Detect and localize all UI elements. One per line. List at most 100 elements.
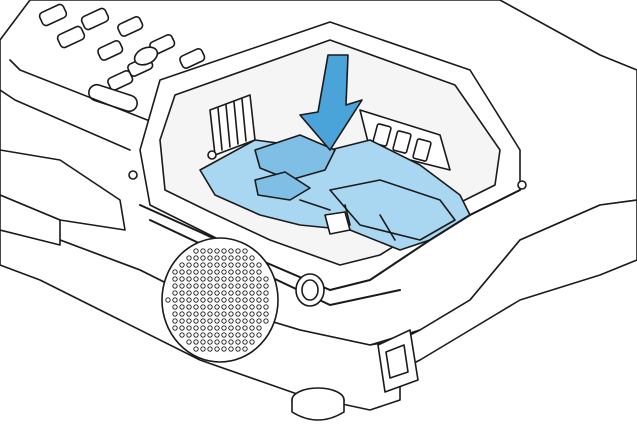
grille-hole: [214, 311, 220, 317]
grille-hole: [235, 269, 241, 275]
grille-hole: [193, 332, 199, 338]
grille-hole: [207, 290, 213, 296]
grille-hole: [186, 276, 192, 282]
grille-hole: [263, 276, 269, 282]
grille-hole: [221, 311, 227, 317]
grille-hole: [256, 276, 262, 282]
grille-hole: [200, 318, 206, 324]
grille-hole: [235, 290, 241, 296]
grille-hole: [172, 318, 178, 324]
grille-hole: [186, 332, 192, 338]
grille-hole: [221, 332, 227, 338]
adjustable-foot: [291, 387, 345, 421]
grille-hole: [242, 297, 248, 303]
grille-hole: [193, 283, 199, 289]
grille-hole: [207, 255, 213, 261]
grille-hole: [200, 332, 206, 338]
grille-hole: [221, 248, 227, 254]
grille-hole: [179, 283, 185, 289]
grille-hole: [228, 276, 234, 282]
grille-hole: [179, 311, 185, 317]
grille-hole: [228, 283, 234, 289]
grille-hole: [186, 318, 192, 324]
grille-hole: [207, 346, 213, 352]
grille-hole: [172, 283, 178, 289]
grille-hole: [242, 332, 248, 338]
grille-hole: [179, 276, 185, 282]
grille-hole: [221, 269, 227, 275]
grille-hole: [228, 248, 234, 254]
grille-hole: [214, 255, 220, 261]
screw-icon: [207, 150, 217, 160]
control-button-icon: [80, 7, 110, 31]
screw-icon: [128, 170, 138, 180]
grille-hole: [193, 311, 199, 317]
grille-hole: [228, 318, 234, 324]
grille-hole: [214, 346, 220, 352]
grille-hole: [179, 290, 185, 296]
grille-hole: [221, 339, 227, 345]
grille-hole: [186, 283, 192, 289]
grille-hole: [207, 269, 213, 275]
grille-hole: [221, 304, 227, 310]
grille-hole: [207, 325, 213, 331]
grille-hole: [179, 332, 185, 338]
grille-hole: [249, 297, 255, 303]
grille-hole: [263, 304, 269, 310]
grille-hole: [228, 290, 234, 296]
grille-hole: [214, 297, 220, 303]
grille-hole: [207, 283, 213, 289]
grille-hole: [172, 269, 178, 275]
grille-hole: [200, 276, 206, 282]
grille-hole: [242, 304, 248, 310]
grille-hole: [200, 255, 206, 261]
grille-hole: [242, 339, 248, 345]
grille-hole: [193, 339, 199, 345]
grille-hole: [179, 318, 185, 324]
grille-hole: [228, 304, 234, 310]
grille-hole: [235, 255, 241, 261]
control-button-icon: [179, 48, 206, 69]
speaker-grille-icon: [161, 237, 279, 363]
grille-hole: [256, 304, 262, 310]
grille-hole: [186, 339, 192, 345]
grille-hole: [214, 276, 220, 282]
grille-hole: [207, 262, 213, 268]
grille-hole: [249, 262, 255, 268]
grille-hole: [221, 325, 227, 331]
grille-hole: [256, 311, 262, 317]
control-button-icon: [107, 70, 134, 91]
lamp-unit: [199, 134, 471, 251]
grille-hole: [221, 283, 227, 289]
grille-hole: [200, 262, 206, 268]
grille-hole: [179, 297, 185, 303]
front-panel: [0, 149, 325, 307]
control-button-icon: [97, 40, 124, 61]
grille-hole: [207, 332, 213, 338]
grille-hole: [228, 325, 234, 331]
grille-hole: [235, 325, 241, 331]
grille-hole: [249, 276, 255, 282]
grille-hole: [200, 248, 206, 254]
grille-hole: [193, 304, 199, 310]
grille-hole: [242, 290, 248, 296]
grille-hole: [165, 297, 171, 303]
grille-hole: [263, 290, 269, 296]
grille-hole: [207, 297, 213, 303]
grille-hole: [228, 262, 234, 268]
grille-hole: [249, 304, 255, 310]
grille-hole: [228, 332, 234, 338]
grille-hole: [186, 269, 192, 275]
grille-hole: [214, 304, 220, 310]
grille-hole: [235, 276, 241, 282]
screw-icon: [517, 180, 527, 190]
grille-hole: [228, 311, 234, 317]
grille-hole: [235, 283, 241, 289]
grille-hole: [214, 269, 220, 275]
grille-hole: [172, 290, 178, 296]
grille-hole: [242, 311, 248, 317]
grille-hole: [193, 318, 199, 324]
grille-hole: [249, 255, 255, 261]
